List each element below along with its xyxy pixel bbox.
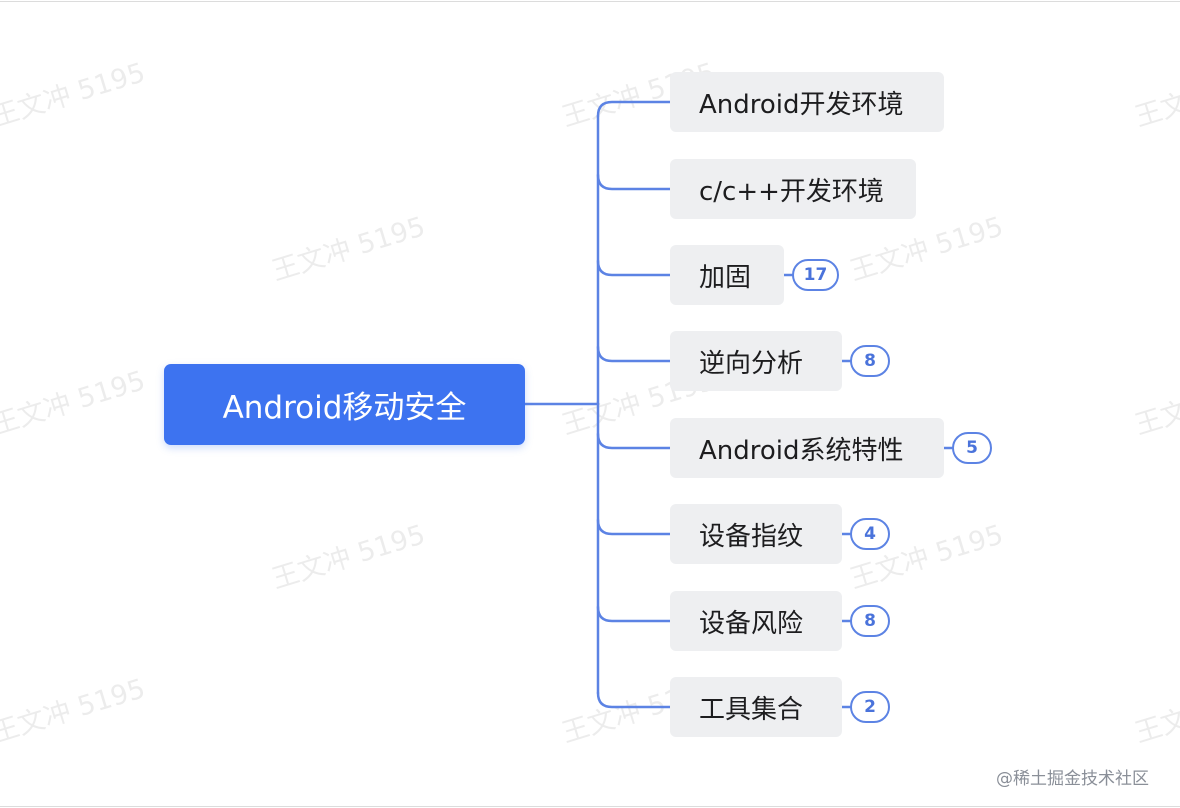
root-topic-label: Android移动安全 <box>222 390 467 426</box>
branch-connector-line <box>596 605 672 623</box>
branch-connector-line <box>596 259 672 277</box>
branch-connector-line <box>596 100 672 118</box>
collapsed-children-count-badge[interactable]: 5 <box>952 432 992 464</box>
branch-connector-line <box>596 432 672 450</box>
branch-node-label: 设备风险 <box>699 608 804 639</box>
branch-node[interactable]: 加固 <box>670 245 784 305</box>
branch-node[interactable]: 设备风险 <box>670 591 842 651</box>
branch-node-label: Android系统特性 <box>699 435 904 466</box>
branch-connector-line <box>596 518 672 536</box>
branch-node-label: 工具集合 <box>699 694 804 725</box>
branch-node[interactable]: Android开发环境 <box>670 72 944 132</box>
collapsed-children-count-badge[interactable]: 8 <box>850 605 890 637</box>
root-topic-node[interactable]: Android移动安全 <box>164 364 525 445</box>
branch-connector-line <box>596 691 672 709</box>
branch-node[interactable]: c/c++开发环境 <box>670 159 916 219</box>
branch-node[interactable]: Android系统特性 <box>670 418 944 478</box>
footer-credit: @稀土掘金技术社区 <box>996 769 1149 789</box>
branch-node-label: 设备指纹 <box>699 521 804 552</box>
branch-node-label: Android开发环境 <box>699 89 904 120</box>
branch-node-label: c/c++开发环境 <box>699 176 884 207</box>
collapsed-children-count-badge[interactable]: 17 <box>792 259 839 291</box>
collapsed-children-count-badge[interactable]: 4 <box>850 518 890 550</box>
top-border <box>0 1 1180 2</box>
bottom-border <box>0 806 1180 807</box>
branch-connector-line <box>596 173 672 191</box>
collapsed-children-count-badge[interactable]: 8 <box>850 345 890 377</box>
collapsed-children-count-badge[interactable]: 2 <box>850 691 890 723</box>
branch-node[interactable]: 设备指纹 <box>670 504 842 564</box>
branch-node-label: 逆向分析 <box>699 348 804 379</box>
branch-node-label: 加固 <box>699 262 752 293</box>
branch-node[interactable]: 逆向分析 <box>670 331 842 391</box>
branch-node[interactable]: 工具集合 <box>670 677 842 737</box>
branch-connector-line <box>596 345 672 363</box>
